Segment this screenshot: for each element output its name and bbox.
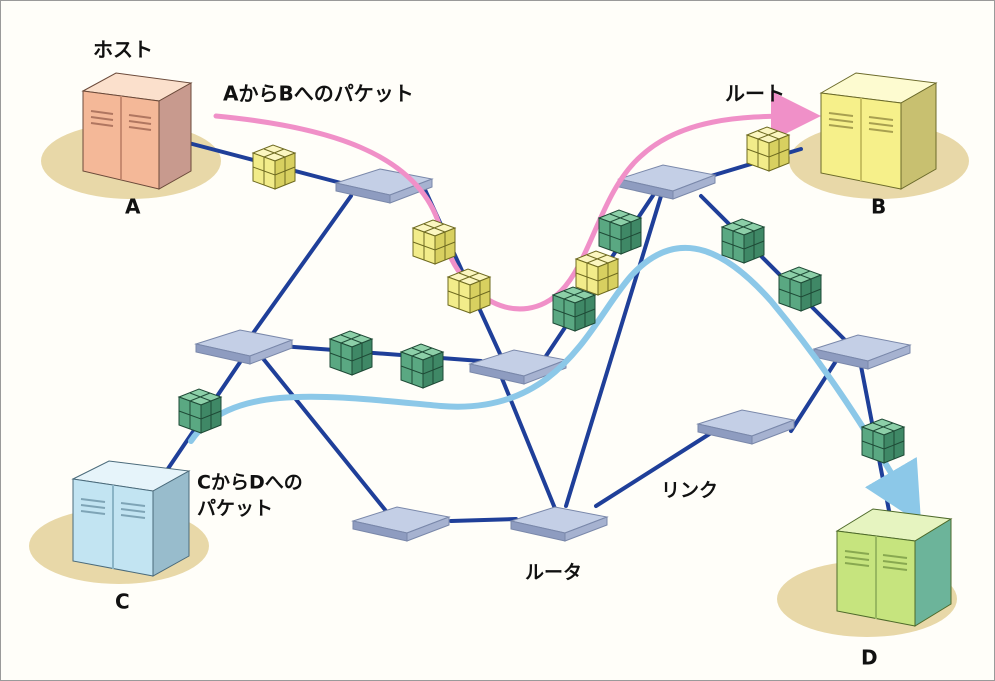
packet-green-4 [598, 209, 642, 255]
packet-yellow-5 [746, 126, 790, 172]
packet-green-7 [178, 388, 222, 434]
router-3 [195, 329, 293, 365]
host-a-label: A [125, 195, 141, 219]
router-label: ルータ [525, 562, 582, 584]
packet-green-3 [552, 286, 596, 332]
packet-green-8 [861, 418, 905, 464]
router-2 [618, 164, 716, 200]
host-c-label: C [115, 590, 130, 614]
route-label: ルート [725, 82, 785, 106]
route-a-to-b-arrow [213, 91, 821, 312]
packet-green-6 [778, 266, 822, 312]
router-7 [352, 506, 450, 542]
packet-yellow-3 [447, 268, 491, 314]
packet-green-5 [721, 218, 765, 264]
router-4 [469, 349, 567, 385]
packet-a-to-b-label: AからBへのパケット [223, 82, 414, 106]
links [159, 139, 893, 523]
host-b-label: B [871, 195, 886, 219]
host-d-server [835, 508, 953, 627]
router-5 [813, 334, 911, 370]
host-label: ホスト [93, 38, 153, 62]
host-a-server [81, 72, 193, 190]
packet-yellow-4 [575, 250, 619, 296]
host-d-label: D [861, 646, 878, 670]
router-6 [697, 409, 795, 445]
packet-c-to-d-label-line2: パケット [197, 498, 273, 520]
host-c-server [71, 460, 191, 577]
packet-c-to-d-label-line1: CからDへの [197, 472, 303, 494]
link-label: リンク [661, 480, 718, 502]
packet-green-2 [400, 343, 444, 389]
route-c-to-d-arrow [188, 244, 922, 524]
packet-yellow-1 [252, 144, 296, 190]
router-8 [510, 506, 608, 542]
host-b-server [819, 72, 938, 190]
packet-green-1 [329, 330, 373, 376]
packet-yellow-2 [412, 219, 456, 265]
